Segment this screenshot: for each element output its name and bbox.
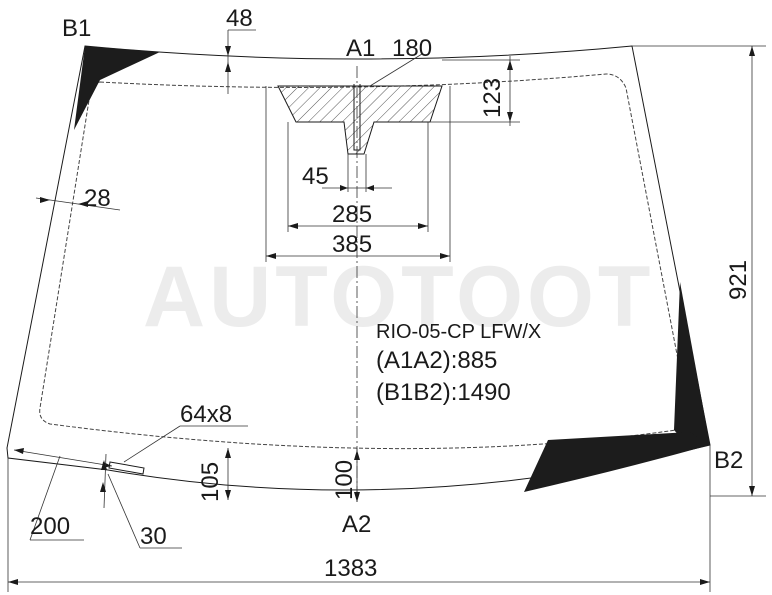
dim-bracket-width: 180: [392, 35, 432, 62]
arrow: [40, 197, 50, 203]
arrow: [266, 253, 276, 259]
dim-height: 921: [725, 260, 752, 300]
arrow: [225, 46, 231, 56]
leader-64x8: [123, 425, 181, 463]
ceramic-corner-bottom-right: [524, 432, 710, 492]
ceramic-corner-top-left: [74, 46, 160, 130]
dim-top-edge: 48: [226, 5, 253, 32]
dim-vin-window: 64x8: [180, 401, 232, 428]
ceramic-corner-right: [674, 282, 710, 448]
leader-180: [369, 53, 423, 87]
leader-200: [29, 455, 61, 541]
point-b1: B1: [62, 15, 91, 42]
arrow: [749, 486, 755, 496]
arrow: [700, 579, 710, 585]
dim-outer-width: 385: [332, 231, 372, 258]
dim-vin-offset-v: 105: [197, 462, 224, 502]
arrow: [440, 253, 450, 259]
arrow: [507, 112, 513, 122]
dim-line-30: [103, 453, 107, 509]
arrow: [14, 448, 24, 454]
arrow: [101, 460, 107, 470]
point-a2: A2: [342, 511, 371, 538]
part-code: RIO-05-CP LFW/X: [376, 321, 541, 343]
arrow: [749, 46, 755, 56]
dim-bracket-height: 123: [479, 78, 506, 118]
arrow: [225, 62, 231, 72]
dim-vin-gap: 30: [140, 523, 167, 550]
arrow: [78, 201, 88, 207]
arrow: [507, 60, 513, 70]
part-a1a2: (A1A2):885: [376, 347, 497, 374]
arrow: [225, 448, 231, 458]
arrow: [354, 492, 360, 502]
dim-bottom-center: 100: [331, 460, 358, 500]
arrow: [100, 482, 106, 492]
point-b2: B2: [714, 447, 743, 474]
arrow: [8, 579, 18, 585]
watermark: AUTOTOOT: [143, 249, 654, 345]
dim-inner-width: 285: [332, 201, 372, 228]
arrow: [366, 185, 374, 191]
part-b1b2: (B1B2):1490: [376, 379, 511, 406]
arrow: [418, 223, 428, 229]
dim-line-200: [13, 449, 113, 467]
ceramic-edge-outline: [39, 73, 689, 450]
dim-vin-offset-h: 200: [30, 513, 70, 540]
point-a1: A1: [346, 35, 375, 62]
leader-30: [107, 473, 141, 549]
dim-side-edge: 28: [84, 185, 111, 212]
vin-window: [108, 461, 145, 475]
arrow: [354, 450, 360, 460]
dim-total-width: 1383: [324, 555, 377, 582]
arrow: [225, 490, 231, 500]
dim-slot-width: 45: [302, 163, 329, 190]
arrow: [288, 223, 298, 229]
arrow: [340, 185, 348, 191]
